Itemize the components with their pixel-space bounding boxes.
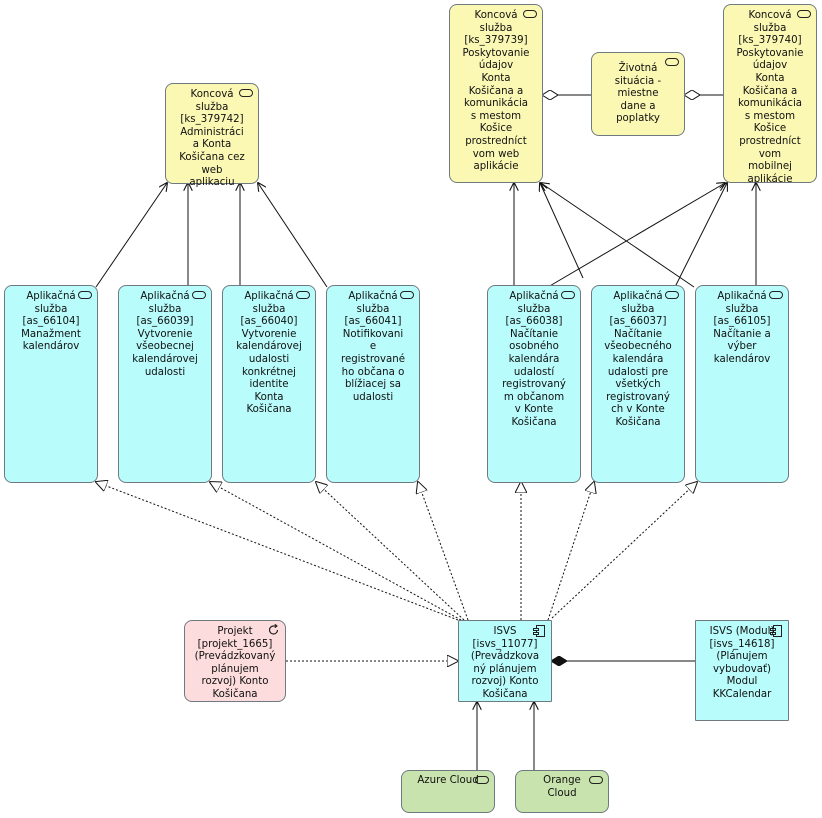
service-icon — [78, 291, 92, 299]
serving-as-66104-to-ks-379742[interactable] — [95, 183, 167, 288]
realization-isvs-to-as-66040[interactable] — [316, 482, 465, 621]
service-icon — [239, 89, 253, 97]
service-icon — [769, 291, 783, 299]
service-icon — [192, 291, 206, 299]
realization-isvs-to-as-66037[interactable] — [547, 482, 594, 621]
node-label: Orange Cloud — [543, 775, 581, 799]
application-service-as-66104[interactable]: Aplikačná služba [as_66104] Manažment ka… — [4, 285, 98, 483]
application-service-as-66105[interactable]: Aplikačná služba [as_66105] Načítanie a … — [695, 285, 789, 483]
node-label: ISVS [isvs_11077] (Prevádzkova ný plánuj… — [470, 626, 540, 700]
application-component-isvs-14618[interactable]: ISVS (Modul) [isvs_14618] (Plánujem vybu… — [695, 620, 789, 721]
node-label: Azure Cloud — [417, 775, 479, 786]
service-icon — [797, 10, 811, 18]
service-icon — [589, 776, 603, 784]
node-label: Životná situácia - miestne dane a poplat… — [614, 63, 662, 125]
life-situation-service[interactable]: Životná situácia - miestne dane a poplat… — [591, 52, 685, 136]
realization-isvs-to-as-66105[interactable] — [551, 482, 697, 619]
service-icon — [296, 291, 310, 299]
serving-as-66037-to-ks-379740[interactable] — [674, 183, 727, 288]
service-icon — [665, 291, 679, 299]
node-label: Aplikačná služba [as_66038] Načítanie os… — [502, 291, 566, 428]
project-1665[interactable]: Projekt [projekt_1665] (Prevádzkovaný pl… — [184, 620, 286, 702]
business-service-ks-379742[interactable]: Koncová služba [ks_379742] Administráci … — [165, 83, 259, 188]
service-icon — [665, 58, 679, 66]
serving-as-66105-to-ks-379739[interactable] — [541, 183, 695, 288]
application-service-as-66040[interactable]: Aplikačná služba [as_66040] Vytvorenie k… — [222, 285, 316, 483]
realization-isvs-to-as-66039[interactable] — [210, 482, 462, 621]
node-label: Aplikačná služba [as_66105] Načítanie a … — [713, 291, 771, 365]
serving-as-66041-to-ks-379742[interactable] — [258, 183, 328, 288]
serving-as-66038-to-ks-379740[interactable] — [547, 183, 725, 288]
application-service-as-66039[interactable]: Aplikačná služba [as_66039] Vytvorenie v… — [118, 285, 212, 483]
component-icon — [770, 625, 782, 637]
node-label: Koncová služba [ks_379739] Poskytovanie … — [462, 10, 530, 173]
application-service-as-66041[interactable]: Aplikačná služba [as_66041] Notifikovani… — [326, 285, 420, 483]
node-label: Aplikačná služba [as_66041] Notifikovani… — [340, 291, 406, 403]
service-icon — [561, 291, 575, 299]
application-service-as-66038[interactable]: Aplikačná služba [as_66038] Načítanie os… — [487, 285, 581, 483]
application-service-as-66037[interactable]: Aplikačná služba [as_66037] Načítanie vš… — [591, 285, 685, 483]
component-icon — [533, 625, 545, 637]
node-label: Koncová služba [ks_379740] Poskytovanie … — [736, 10, 804, 185]
node-label: Projekt [projekt_1665] (Prevádzkovaný pl… — [194, 626, 276, 700]
service-icon — [400, 291, 414, 299]
node-label: Aplikačná služba [as_66037] Načítanie vš… — [604, 291, 672, 428]
node-label: Koncová služba [ks_379742] Administráci … — [179, 89, 245, 189]
serving-as-66037-to-ks-379739[interactable] — [540, 183, 584, 279]
work-package-icon — [268, 624, 279, 635]
service-icon — [475, 776, 489, 784]
node-label: ISVS (Modul) [isvs_14618] (Plánujem vybu… — [709, 626, 775, 700]
node-label: Aplikačná služba [as_66039] Vytvorenie v… — [132, 291, 198, 378]
application-component-isvs-11077[interactable]: ISVS [isvs_11077] (Prevádzkova ný plánuj… — [458, 620, 552, 702]
realization-isvs-to-as-66041[interactable] — [418, 482, 469, 621]
technology-service-orange-cloud[interactable]: Orange Cloud — [515, 770, 609, 813]
business-service-ks-379739[interactable]: Koncová služba [ks_379739] Poskytovanie … — [449, 4, 543, 183]
technology-service-azure-cloud[interactable]: Azure Cloud — [401, 770, 495, 813]
realization-isvs-to-as-66104[interactable] — [96, 482, 459, 621]
node-label: Aplikačná služba [as_66040] Vytvorenie k… — [236, 291, 302, 416]
node-label: Aplikačná služba [as_66104] Manažment ka… — [21, 291, 81, 353]
business-service-ks-379740[interactable]: Koncová služba [ks_379740] Poskytovanie … — [723, 4, 817, 185]
service-icon — [523, 10, 537, 18]
